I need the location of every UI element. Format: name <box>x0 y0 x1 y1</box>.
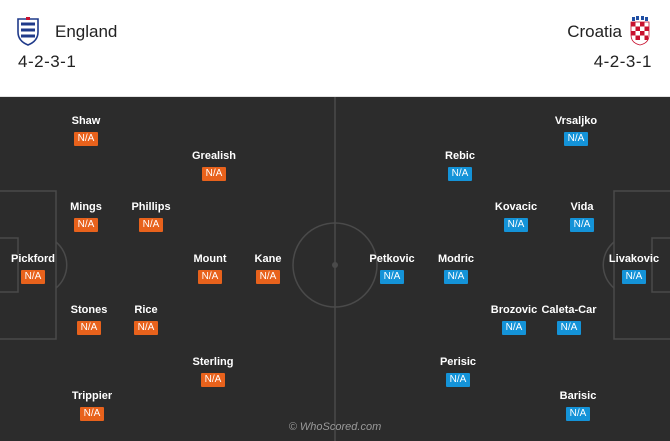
player-home-phillips[interactable]: Phillips N/A <box>111 201 191 232</box>
rating-badge: N/A <box>200 373 226 387</box>
rating-badge: N/A <box>133 321 159 335</box>
player-name: Trippier <box>71 390 113 402</box>
home-team-name[interactable]: England <box>55 22 118 41</box>
player-name: Barisic <box>559 390 597 402</box>
player-away-vida[interactable]: Vida N/A <box>542 201 622 232</box>
player-away-caleta-car[interactable]: Caleta-Car N/A <box>529 304 609 335</box>
rating-badge: N/A <box>501 321 527 335</box>
rating-badge: N/A <box>443 270 469 284</box>
player-home-shaw[interactable]: Shaw N/A <box>46 115 126 146</box>
player-home-mount[interactable]: Mount N/A <box>170 253 250 284</box>
player-name: Mings <box>70 201 102 213</box>
rating-badge: N/A <box>447 167 473 181</box>
player-away-livakovic[interactable]: Livakovic N/A <box>594 253 670 284</box>
rating-badge: N/A <box>20 270 46 284</box>
player-home-stones[interactable]: Stones N/A <box>49 304 129 335</box>
player-away-kovacic[interactable]: Kovacic N/A <box>476 201 556 232</box>
rating-badge: N/A <box>138 218 164 232</box>
player-name: Pickford <box>10 253 55 265</box>
rating-badge: N/A <box>569 218 595 232</box>
rating-badge: N/A <box>565 407 591 421</box>
player-home-grealish[interactable]: Grealish N/A <box>174 150 254 181</box>
player-home-kane[interactable]: Kane N/A <box>228 253 308 284</box>
player-away-petkovic[interactable]: Petkovic N/A <box>352 253 432 284</box>
player-home-pickford[interactable]: Pickford N/A <box>0 253 73 284</box>
rating-badge: N/A <box>73 218 99 232</box>
player-name: Mount <box>193 253 227 265</box>
player-name: Livakovic <box>608 253 660 265</box>
whoscored-watermark: © WhoScored.com <box>288 421 382 433</box>
player-name: Shaw <box>71 115 101 127</box>
match-header: England 4-2-3-1 Croatia 4-2-3-1 <box>0 0 670 97</box>
player-name: Petkovic <box>369 253 415 265</box>
player-name: Vrsaljko <box>554 115 598 127</box>
rating-badge: N/A <box>79 407 105 421</box>
player-home-trippier[interactable]: Trippier N/A <box>52 390 132 421</box>
rating-badge: N/A <box>563 132 589 146</box>
player-name: Stones <box>70 304 108 316</box>
rating-badge: N/A <box>621 270 647 284</box>
england-crest-icon <box>17 17 39 46</box>
player-name: Grealish <box>191 150 237 162</box>
player-name: Kovacic <box>494 201 538 213</box>
rating-badge: N/A <box>197 270 223 284</box>
croatia-crest-icon <box>630 16 650 46</box>
rating-badge: N/A <box>445 373 471 387</box>
player-name: Phillips <box>131 201 171 213</box>
player-home-sterling[interactable]: Sterling N/A <box>173 356 253 387</box>
player-name: Perisic <box>439 356 477 368</box>
away-formation: 4-2-3-1 <box>593 52 652 71</box>
player-away-modric[interactable]: Modric N/A <box>416 253 496 284</box>
rating-badge: N/A <box>503 218 529 232</box>
player-name: Kane <box>254 253 282 265</box>
player-away-perisic[interactable]: Perisic N/A <box>418 356 498 387</box>
rating-badge: N/A <box>201 167 227 181</box>
rating-badge: N/A <box>255 270 281 284</box>
player-name: Rebic <box>445 150 475 162</box>
player-away-vrsaljko[interactable]: Vrsaljko N/A <box>536 115 616 146</box>
rating-badge: N/A <box>379 270 405 284</box>
player-name: Modric <box>437 253 475 265</box>
rating-badge: N/A <box>73 132 99 146</box>
player-name: Vida <box>570 201 594 213</box>
player-away-brozovic[interactable]: Brozovic N/A <box>474 304 554 335</box>
player-away-barisic[interactable]: Barisic N/A <box>538 390 618 421</box>
away-team-name[interactable]: Croatia <box>567 22 622 41</box>
pitch: Shaw N/A Grealish N/A Mings N/A Phillips… <box>0 97 670 441</box>
player-name: Caleta-Car <box>541 304 597 316</box>
home-formation: 4-2-3-1 <box>18 52 77 71</box>
player-name: Rice <box>134 304 158 316</box>
player-home-rice[interactable]: Rice N/A <box>106 304 186 335</box>
player-home-mings[interactable]: Mings N/A <box>46 201 126 232</box>
rating-badge: N/A <box>556 321 582 335</box>
pitch-markings <box>0 97 670 441</box>
player-name: Brozovic <box>490 304 538 316</box>
player-away-rebic[interactable]: Rebic N/A <box>420 150 500 181</box>
rating-badge: N/A <box>76 321 102 335</box>
player-name: Sterling <box>192 356 234 368</box>
